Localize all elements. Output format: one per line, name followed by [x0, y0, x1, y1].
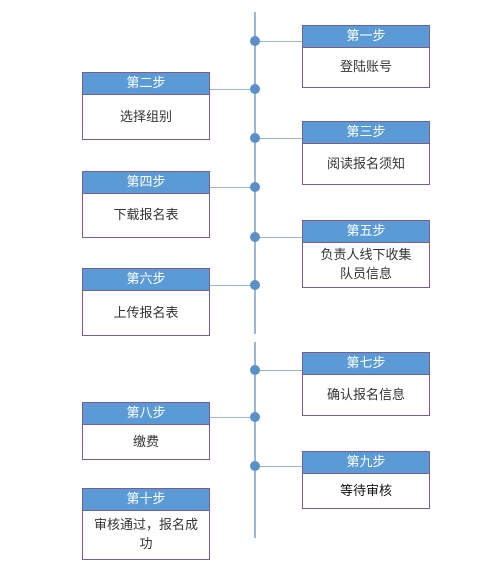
connector-step-4: [207, 187, 255, 188]
step-6-title: 第六步: [83, 269, 209, 291]
step-10-box: 第十步 审核通过，报名成功: [82, 488, 210, 560]
step-4-text: 下载报名表: [113, 208, 179, 223]
timeline-dot-9: [250, 461, 260, 471]
step-3-title: 第三步: [303, 122, 429, 144]
connector-step-6: [207, 285, 255, 286]
timeline-dot-4: [250, 182, 260, 192]
step-7-text: 确认报名信息: [326, 387, 405, 403]
timeline-dot-6: [250, 280, 260, 290]
connector-step-3: [255, 138, 302, 139]
timeline-dot-5: [250, 232, 260, 242]
step-9-box: 第九步 等待审核: [302, 451, 430, 509]
step-2-title: 第二步: [83, 73, 209, 95]
step-8-text: 缴费: [132, 434, 159, 450]
connector-step-5: [255, 237, 302, 238]
step-5-text: 负责人线下收集 队员信息: [320, 248, 412, 282]
timeline-dot-2: [250, 84, 260, 94]
timeline-dot-7: [250, 365, 260, 375]
step-1-title: 第一步: [303, 26, 429, 48]
connector-step-7: [255, 370, 302, 371]
step-3-box: 第三步 阅读报名须知: [302, 121, 430, 185]
timeline-dot-8: [250, 412, 260, 422]
step-2-text: 选择组别: [119, 109, 172, 125]
connector-step-8: [207, 417, 255, 418]
step-5-box: 第五步 负责人线下收集 队员信息: [302, 220, 430, 288]
connector-step-1: [255, 41, 302, 42]
timeline-dot-1: [250, 36, 260, 46]
step-10-text: 审核通过，报名成功: [93, 518, 198, 552]
timeline-spine-top: [254, 12, 256, 334]
step-5-title: 第五步: [303, 221, 429, 243]
step-6-text: 上传报名表: [113, 305, 179, 321]
step-8-box: 第八步 缴费: [82, 402, 210, 460]
step-7-box: 第七步 确认报名信息: [302, 352, 430, 416]
step-9-text: 等待审核: [339, 483, 392, 499]
timeline-spine-bottom: [254, 342, 256, 538]
step-1-text: 登陆账号: [339, 60, 392, 75]
step-4-box: 第四步 下载报名表: [82, 171, 210, 238]
step-1-box: 第一步 登陆账号: [302, 25, 430, 88]
step-7-title: 第七步: [303, 353, 429, 375]
connector-step-2: [207, 89, 255, 90]
step-3-text: 阅读报名须知: [326, 156, 405, 172]
step-2-box: 第二步 选择组别: [82, 72, 210, 140]
step-4-title: 第四步: [83, 172, 209, 194]
connector-step-9: [255, 466, 302, 467]
step-6-box: 第六步 上传报名表: [82, 268, 210, 336]
timeline-dot-3: [250, 133, 260, 143]
step-9-title: 第九步: [303, 452, 429, 474]
step-8-title: 第八步: [83, 403, 209, 425]
step-10-title: 第十步: [83, 489, 209, 511]
